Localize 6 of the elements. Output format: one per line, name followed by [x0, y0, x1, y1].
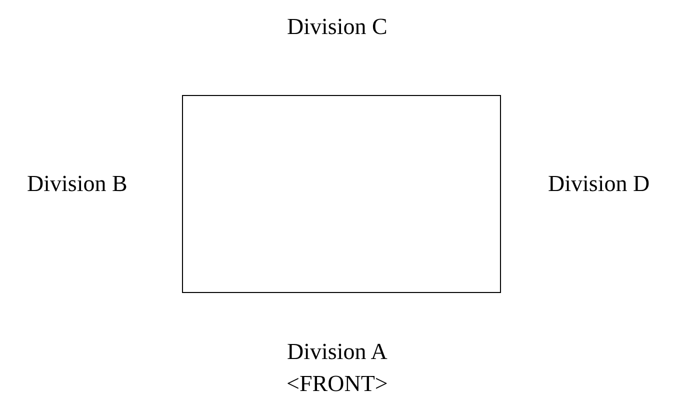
- division-label: Division A: [287, 340, 388, 363]
- division-label: Division C: [287, 15, 388, 38]
- division-label: <FRONT>: [286, 372, 388, 395]
- division-label: Division B: [27, 172, 128, 195]
- rectangle-outline: [182, 95, 501, 293]
- division-label: Division D: [548, 172, 650, 195]
